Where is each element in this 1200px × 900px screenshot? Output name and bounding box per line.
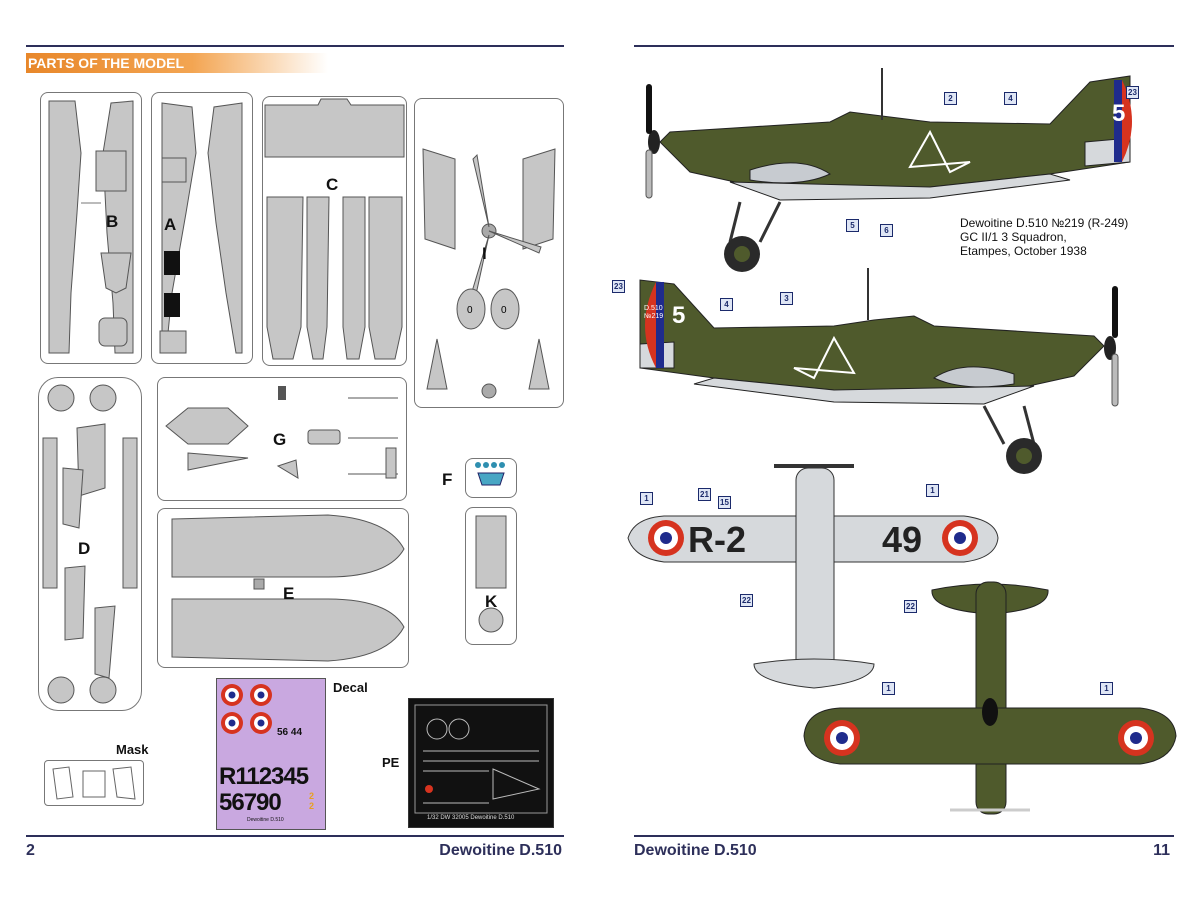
pe-label: PE [382, 755, 400, 770]
pe-sheet: 1/32 DW 32005 Dewoitine D.510 [408, 698, 554, 828]
mask-parts [52, 766, 136, 800]
sprue-k [465, 507, 517, 645]
sprue-i: 0 0 [414, 98, 564, 408]
sprue-letter-a: A [164, 215, 177, 234]
bottom-rule [26, 835, 564, 837]
section-title: PARTS OF THE MODEL [26, 53, 328, 73]
svg-text:0: 0 [467, 305, 473, 316]
sprue-g-parts [165, 386, 398, 479]
sprue-a-parts [159, 102, 243, 354]
tail-number-side2: 5 [672, 302, 686, 329]
callout-22-right: 22 [904, 600, 917, 613]
top-rule [26, 45, 564, 47]
sprue-b-parts [48, 100, 134, 354]
sprue-letter-k: K [485, 592, 498, 611]
sprue-f [465, 458, 517, 498]
decal-label: Decal [333, 680, 368, 695]
left-page: PARTS OF THE MODEL B A [26, 45, 564, 859]
decal-sheet-name: Dewoitine D.510 [247, 817, 284, 823]
tail-number-top: 5 [1112, 100, 1126, 127]
sprue-c-parts [264, 98, 405, 360]
aircraft-profile-right-side [639, 268, 1119, 474]
tail-text-side2: D.510 №219 [644, 305, 664, 320]
sprue-letter-g: G [273, 430, 287, 449]
sprue-letter-i: I [482, 244, 487, 263]
callout-21: 21 [698, 488, 711, 501]
bottom-rule-right [634, 835, 1174, 837]
wing-code-right: 49 [882, 519, 923, 560]
callout-1-under-left: 1 [640, 492, 653, 505]
sprue-c [262, 96, 407, 366]
callout-22-left: 22 [740, 594, 753, 607]
caption-line-1: Dewoitine D.510 №219 (R-249) [960, 216, 1129, 230]
footer-title-left: Dewoitine D.510 [439, 842, 562, 859]
page-number-right: 11 [1153, 842, 1170, 859]
tail-text-top: D.510 №219 [1132, 103, 1152, 118]
page-number-left: 2 [26, 842, 35, 859]
sprue-letter-c: C [326, 175, 339, 194]
decal-line-1: R112345 [219, 763, 309, 790]
wing-code-left: R-2 [688, 519, 747, 560]
svg-text:0: 0 [501, 305, 507, 316]
decal-roundels [221, 684, 272, 734]
aircraft-top-view [803, 581, 1177, 815]
callout-1-top-left: 1 [882, 682, 895, 695]
decal-side-digits: 2 2 [309, 791, 315, 811]
callout-15: 15 [718, 496, 731, 509]
sprue-letter-f: F [442, 470, 453, 489]
callout-23-side2: 23 [612, 280, 625, 293]
right-page: 5 D.510 №219 2 4 23 5 6 Dewoitine D.510 … [600, 0, 1200, 900]
sprue-b [40, 92, 142, 364]
sprue-d [38, 377, 142, 711]
callout-1-top-right: 1 [1100, 682, 1113, 695]
aircraft-profile-left-side [645, 68, 1132, 272]
caption-line-2: GC II/1 3 Squadron, [960, 230, 1067, 244]
caption-line-3: Etampes, October 1938 [960, 244, 1087, 258]
sprue-e [157, 508, 409, 668]
sprue-letter-d: D [78, 539, 91, 558]
callout-5: 5 [846, 219, 859, 232]
pe-sheet-text: 1/32 DW 32005 Dewoitine D.510 [427, 815, 515, 821]
sprue-e-parts [171, 514, 405, 662]
decal-small-numbers: 56 44 [277, 727, 303, 738]
mask-label: Mask [116, 742, 149, 757]
mask-sheet [44, 760, 144, 806]
sprue-a [151, 92, 253, 364]
callout-4: 4 [1004, 92, 1017, 105]
pe-parts [414, 704, 548, 814]
callout-23: 23 [1126, 86, 1139, 99]
callout-3-side2: 3 [780, 292, 793, 305]
sprue-k-parts [475, 515, 507, 633]
callout-6: 6 [880, 224, 893, 237]
footer-title-right: Dewoitine D.510 [634, 842, 757, 859]
sprue-letter-e: E [283, 584, 295, 603]
sprue-g [157, 377, 407, 501]
decal-line-2: 56790 [219, 789, 282, 816]
callout-2: 2 [944, 92, 957, 105]
callout-1-under-right: 1 [926, 484, 939, 497]
top-rule-right [634, 45, 1174, 47]
sprue-d-parts [42, 384, 138, 704]
sprue-i-parts: 0 0 [422, 148, 556, 399]
sprue-letter-b: B [106, 212, 119, 231]
aircraft-underside-view [627, 464, 999, 689]
decal-sheet: 56 44 R112345 56790 2 2 Dewoitine D.510 [216, 678, 326, 830]
callout-4-side2: 4 [720, 298, 733, 311]
sprue-f-parts [475, 462, 505, 486]
